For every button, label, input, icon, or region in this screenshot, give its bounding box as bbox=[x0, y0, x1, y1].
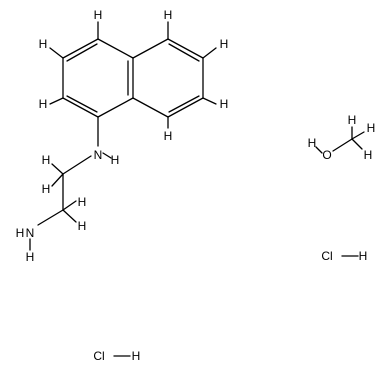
hydrogen-atom: H bbox=[220, 37, 229, 51]
oxygen-atom: O bbox=[322, 148, 331, 162]
bond bbox=[351, 131, 365, 140]
side-chain-bonds bbox=[29, 116, 112, 251]
bond bbox=[168, 43, 200, 62]
bond bbox=[168, 95, 200, 113]
bond bbox=[132, 97, 169, 118]
hydrogen-atom: H bbox=[364, 148, 373, 162]
hydrogen-atom: H bbox=[348, 113, 357, 127]
bond bbox=[62, 155, 92, 175]
hydrogen-atom: H bbox=[164, 129, 173, 143]
bond bbox=[132, 38, 169, 59]
chlorine-atom: Cl bbox=[321, 249, 332, 263]
bond bbox=[167, 97, 204, 118]
bond bbox=[202, 97, 217, 105]
bond bbox=[66, 95, 98, 113]
bond bbox=[202, 47, 217, 59]
hydrogen-atom: H bbox=[132, 349, 141, 363]
hydrogen-atom: H bbox=[111, 153, 120, 167]
hydrogen-atom: H bbox=[39, 37, 48, 51]
hydrogen-atom: H bbox=[367, 121, 376, 135]
hydrogen-atom: H bbox=[39, 97, 48, 111]
bond bbox=[37, 209, 64, 226]
hydrogen-atom: H bbox=[26, 250, 35, 264]
bond bbox=[49, 47, 64, 59]
nitrogen-atom: N bbox=[94, 148, 103, 162]
hydrogen-atom: H bbox=[42, 182, 51, 196]
hydrogen-atom: H bbox=[42, 153, 51, 167]
hydrogen-atom: H bbox=[359, 249, 368, 263]
bond bbox=[66, 43, 98, 62]
bond bbox=[315, 146, 323, 154]
nitrogen-atom: N bbox=[26, 226, 35, 240]
bond bbox=[62, 209, 77, 223]
hydrogen-atom: H bbox=[78, 219, 87, 233]
hydrogen-atom: H bbox=[16, 226, 25, 240]
naphthalene-bonds bbox=[49, 21, 217, 129]
hydrogen-atom: H bbox=[220, 97, 229, 111]
bond bbox=[51, 173, 64, 187]
hydrogen-atom: H bbox=[78, 195, 87, 209]
bond bbox=[351, 138, 363, 150]
methanol-bonds bbox=[315, 126, 365, 154]
bond bbox=[102, 152, 112, 159]
bond bbox=[51, 163, 64, 175]
bond bbox=[62, 38, 99, 59]
hydrogen-atom: H bbox=[308, 136, 317, 150]
hydrogen-atom: H bbox=[94, 8, 103, 22]
bond bbox=[97, 97, 134, 118]
bond bbox=[167, 38, 204, 59]
bond bbox=[62, 200, 77, 211]
bond bbox=[97, 38, 134, 59]
hydrogen-atom: H bbox=[164, 8, 173, 22]
bond bbox=[62, 97, 99, 118]
bond bbox=[332, 138, 353, 152]
bond bbox=[49, 97, 64, 105]
chlorine-atom: Cl bbox=[93, 349, 104, 363]
